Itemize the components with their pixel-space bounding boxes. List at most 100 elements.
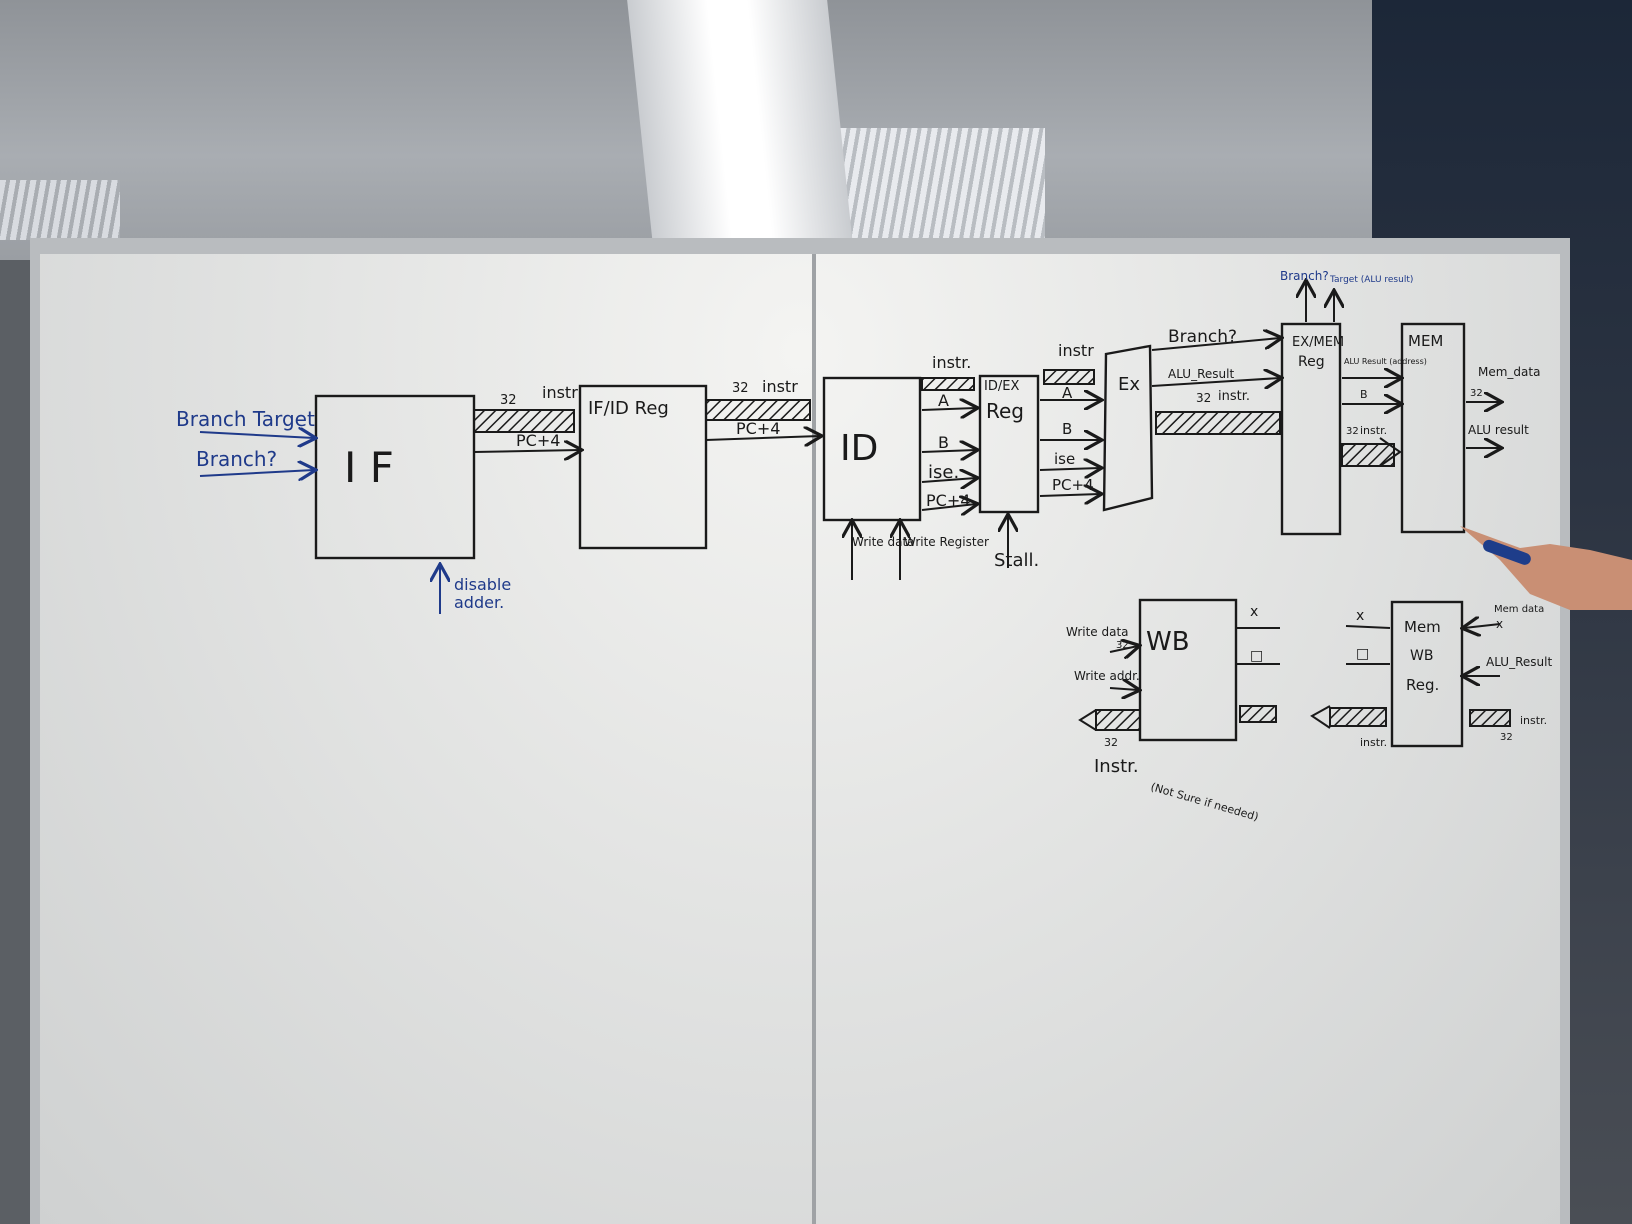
mem-data-label: Mem data [1494,604,1544,615]
branch-arrow [199,470,314,476]
branch-target-arrow [199,432,314,438]
instr-label: Instr. [1094,756,1139,777]
instr-bus [1329,707,1387,727]
wb-label: WB [1146,627,1190,657]
branch-label: Branch? [196,447,277,471]
ise-label: ise. [928,462,959,483]
bus-width-label: 32 [1116,640,1129,651]
instr-label: instr [542,383,578,402]
x-label: x [1250,604,1258,620]
branch-target-label: Branch Target [176,407,315,431]
bus-width-label: 32 [732,381,749,396]
instr-bus [1095,709,1141,731]
ise-arrow [1039,468,1100,470]
pc4-label: PC+4 [736,419,780,438]
ifid-register-box [578,384,708,550]
mem-label: MEM [1408,332,1443,350]
square-label: □ [1250,648,1263,664]
ex-label: Ex [1118,374,1140,395]
branch-label: Branch? [1168,327,1237,347]
instr-label: instr. [1360,736,1387,749]
instr-bus [921,377,975,391]
a-label: A [938,391,949,410]
bus-arrowhead [1078,709,1097,731]
instr-bus [473,409,575,433]
pc4-arrow [1039,494,1100,496]
alu-result-label: ALU result [1468,423,1529,437]
stall-label: Stall. [994,550,1039,571]
exmem-reg-label: Reg [1298,354,1325,370]
write-addr-arrow [1109,688,1138,690]
instr-bus [1155,411,1281,435]
instr-label: instr [762,377,798,396]
bus-arrowhead [1379,437,1402,467]
bus-width-label: 32 [1196,391,1211,405]
alu-result-label: ALU Result (address) [1344,357,1427,366]
b-label: B [938,433,949,452]
pc4-arrow [921,504,976,510]
idex-register-box [978,374,1040,514]
write-register-label: Write Register [904,535,989,549]
pc4-arrow [473,450,580,452]
memwb-reg-label: Reg. [1406,676,1439,694]
branch-arrow [1151,338,1280,351]
exmem-register-box [1280,322,1342,536]
instr-label: instr. [1520,714,1547,727]
ex-stage-box [1102,344,1154,512]
b-label: B [1360,388,1368,401]
write-data-arrow [1109,646,1138,652]
write-data-label: Write data [1066,625,1129,639]
alu-result-label: ALU_Result [1168,367,1234,381]
branch-out-label: Branch? [1280,269,1329,283]
id-label: ID [840,428,878,469]
pc4-label: PC+4 [926,491,970,510]
mem-data-in-arrow [1464,624,1501,628]
note-label: (Not Sure if needed) [1149,780,1260,823]
adder-label: adder. [454,593,504,612]
instr-label: instr [1058,341,1094,360]
exmem-label: EX/MEM [1292,335,1344,350]
bus-width-label: 32 [1470,388,1483,399]
instr-bus [705,399,811,421]
idex-reg-label: Reg [986,399,1024,423]
instr-label: instr. [1360,424,1387,437]
a-label: A [1062,384,1073,402]
target-out-label: Target (ALU result) [1329,275,1413,285]
write-data-label: Write data [852,535,915,549]
wb-stage-box [1138,598,1238,742]
memwb-wb-label: WB [1410,648,1433,664]
ifid-label: IF/ID Reg [588,398,669,419]
bus-width-label: 32 [1104,736,1118,749]
pc4-label: PC+4 [1052,476,1094,494]
pc4-label: PC+4 [516,431,560,450]
bus-width-label: 32 [1346,426,1359,437]
alu-result-label: ALU_Result [1486,655,1552,669]
pc4-arrow [705,436,820,440]
id-stage-box [822,376,922,522]
a-arrow [921,408,976,410]
memwb-label: Mem [1404,618,1441,636]
bus-arrowhead [1310,705,1331,729]
x-label: x [1356,608,1364,624]
mem-stage-box [1400,322,1466,534]
if-label: I F [344,443,394,492]
memwb-in-line [1345,625,1391,629]
instr-bus [1043,369,1095,385]
whiteboard-seam [812,254,816,1224]
instr-label: instr. [932,353,971,372]
alu-result-arrow [1151,378,1280,386]
b-arrow [921,450,976,452]
b-label: B [1062,420,1072,438]
bus-width-label: 32 [500,393,517,408]
if-stage-box [314,394,476,560]
instr-label: instr. [1218,389,1250,404]
square-label: □ [1356,646,1369,662]
mem-data-label: Mem_data [1478,365,1540,379]
disable-label: disable [454,575,511,594]
write-addr-label: Write addr. [1074,669,1140,683]
bus-width-label: 32 [1500,732,1513,743]
ise-arrow [921,478,976,482]
ise-label: ise [1054,450,1075,468]
